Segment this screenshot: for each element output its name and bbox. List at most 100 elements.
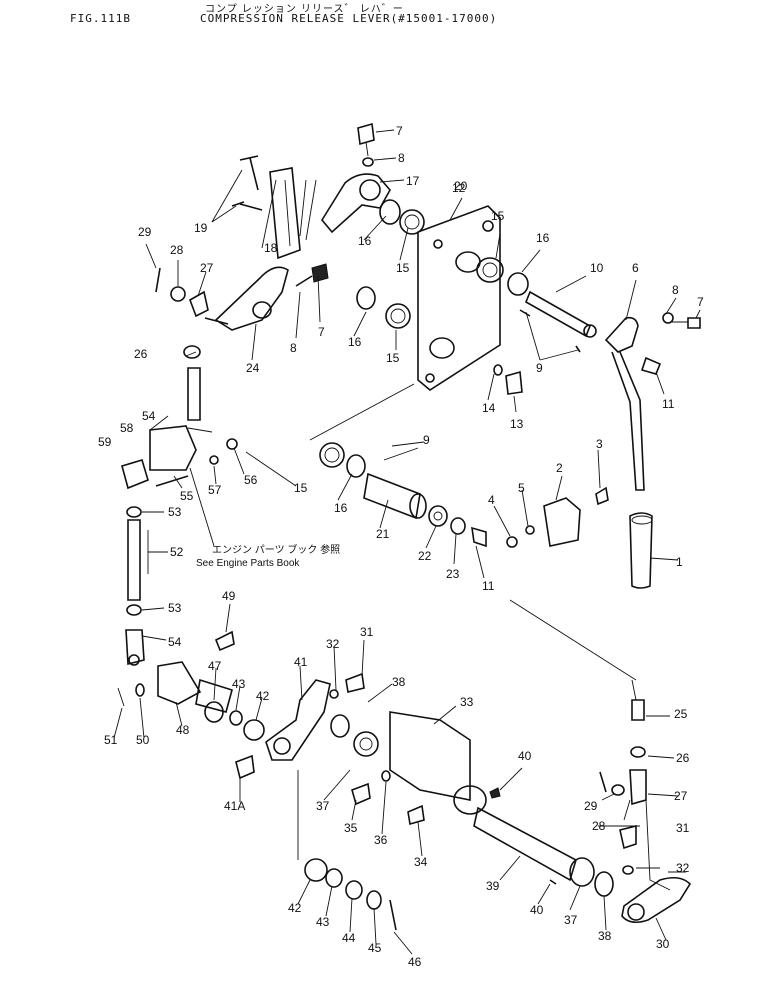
callout-number: 32 <box>676 861 690 875</box>
callout-number: 22 <box>418 549 432 563</box>
callout-number: 29 <box>584 799 598 813</box>
note-see-engine-parts-book: See Engine Parts Book <box>196 558 300 569</box>
callout-number: 43 <box>232 677 246 691</box>
callout-number: 38 <box>598 929 612 943</box>
callout-number: 16 <box>334 501 348 515</box>
callout-number: 16 <box>536 231 550 245</box>
callout-number: 38 <box>392 675 406 689</box>
bushing-parts-15-16 <box>319 199 529 478</box>
callout-number: 40 <box>518 749 532 763</box>
callout-number: 16 <box>348 335 362 349</box>
callout-number: 45 <box>368 941 382 955</box>
leader-lines <box>113 129 701 955</box>
figure-title-japanese: コンプ レッション リリース゛ レハ゛ー <box>205 4 404 15</box>
callout-number: 4 <box>488 493 495 507</box>
lever-parts-41-48 <box>117 630 331 780</box>
callout-number: 52 <box>170 545 184 559</box>
callout-number: 11 <box>482 579 495 593</box>
callout-number: 13 <box>510 417 524 431</box>
callout-number: 31 <box>676 821 690 835</box>
callout-number: 30 <box>656 937 670 951</box>
callout-number: 44 <box>342 931 356 945</box>
callout-number: 15 <box>491 209 505 223</box>
rod-and-lever-parts-25-30 <box>599 699 692 924</box>
rod-parts-52-53-54 <box>121 367 238 666</box>
callout-number: 40 <box>530 903 544 917</box>
callout-number: 3 <box>596 437 603 451</box>
callout-number: 7 <box>318 325 325 339</box>
callout-number: 29 <box>138 225 152 239</box>
callout-number: 17 <box>406 174 420 188</box>
callout-number: 36 <box>374 833 388 847</box>
callout-number: 16 <box>358 234 372 248</box>
callout-number: 48 <box>176 723 190 737</box>
figure-number: FIG.111B <box>70 12 131 25</box>
callout-number: 8 <box>290 341 297 355</box>
callout-number: 51 <box>104 733 118 747</box>
note-japanese: エンジン パーツ ブック 参照 <box>212 543 340 556</box>
bushing-parts-42-46 <box>304 858 397 931</box>
callout-number: 47 <box>208 659 222 673</box>
callout-number: 15 <box>396 261 410 275</box>
callout-number: 31 <box>360 625 374 639</box>
callout-number: 53 <box>168 601 182 615</box>
callout-number: 9 <box>423 433 430 447</box>
figure-title: COMPRESSION RELEASE LEVER(#15001-17000) <box>200 12 498 25</box>
callout-number: 8 <box>398 151 405 165</box>
callout-number: 54 <box>142 409 156 423</box>
callout-number: 42 <box>256 689 270 703</box>
callout-number: 42 <box>288 901 302 915</box>
lever-parts-17-18-24 <box>204 167 391 331</box>
callout-number: 32 <box>326 637 340 651</box>
shaft-and-lever-parts-6-10-1 <box>519 290 653 589</box>
callout-number: 41A <box>224 799 245 813</box>
callout-number: 56 <box>244 473 258 487</box>
callout-number: 12 <box>452 181 466 195</box>
callout-number: 14 <box>482 401 496 415</box>
callout-number: 1 <box>676 555 683 569</box>
callout-number: 59 <box>98 435 112 449</box>
callout-number: 5 <box>518 481 525 495</box>
callout-number: 58 <box>120 421 134 435</box>
callout-number: 37 <box>316 799 330 813</box>
callout-number: 11 <box>662 397 675 411</box>
callout-number: 53 <box>168 505 182 519</box>
callout-number: 23 <box>446 567 460 581</box>
callout-number: 15 <box>386 351 400 365</box>
callout-number: 26 <box>676 751 690 765</box>
callout-number: 28 <box>592 819 606 833</box>
callout-number: 57 <box>208 483 222 497</box>
callout-number: 50 <box>136 733 150 747</box>
callout-number: 41 <box>294 655 308 669</box>
callout-number: 37 <box>564 913 578 927</box>
callout-number: 19 <box>194 221 208 235</box>
callout-number: 35 <box>344 821 358 835</box>
fastener-parts-upper <box>155 122 701 395</box>
shaft-and-bracket-parts-2-21 <box>363 472 609 548</box>
callout-number: 25 <box>674 707 688 721</box>
callout-number: 20 <box>454 179 468 193</box>
callout-number: 39 <box>486 879 500 893</box>
callout-number: 27 <box>200 261 214 275</box>
callout-number: 24 <box>246 361 260 375</box>
callout-number: 8 <box>672 283 679 297</box>
callout-number: 15 <box>294 481 308 495</box>
callout-number: 33 <box>460 695 474 709</box>
callout-number: 49 <box>222 589 236 603</box>
callout-number: 46 <box>408 955 422 969</box>
callout-number: 27 <box>674 789 688 803</box>
callout-number: 54 <box>168 635 182 649</box>
callout-number: 10 <box>590 261 604 275</box>
callout-number: 26 <box>134 347 148 361</box>
callout-number: 34 <box>414 855 428 869</box>
callout-number: 9 <box>536 361 543 375</box>
callout-number: 2 <box>556 461 563 475</box>
bracket-and-shaft-parts-33-39 <box>329 672 614 897</box>
callout-number: 55 <box>180 489 194 503</box>
callout-number: 18 <box>264 241 278 255</box>
callout-number: 6 <box>632 261 639 275</box>
mounting-plate-part-12 <box>417 205 501 391</box>
callout-number: 7 <box>697 295 704 309</box>
